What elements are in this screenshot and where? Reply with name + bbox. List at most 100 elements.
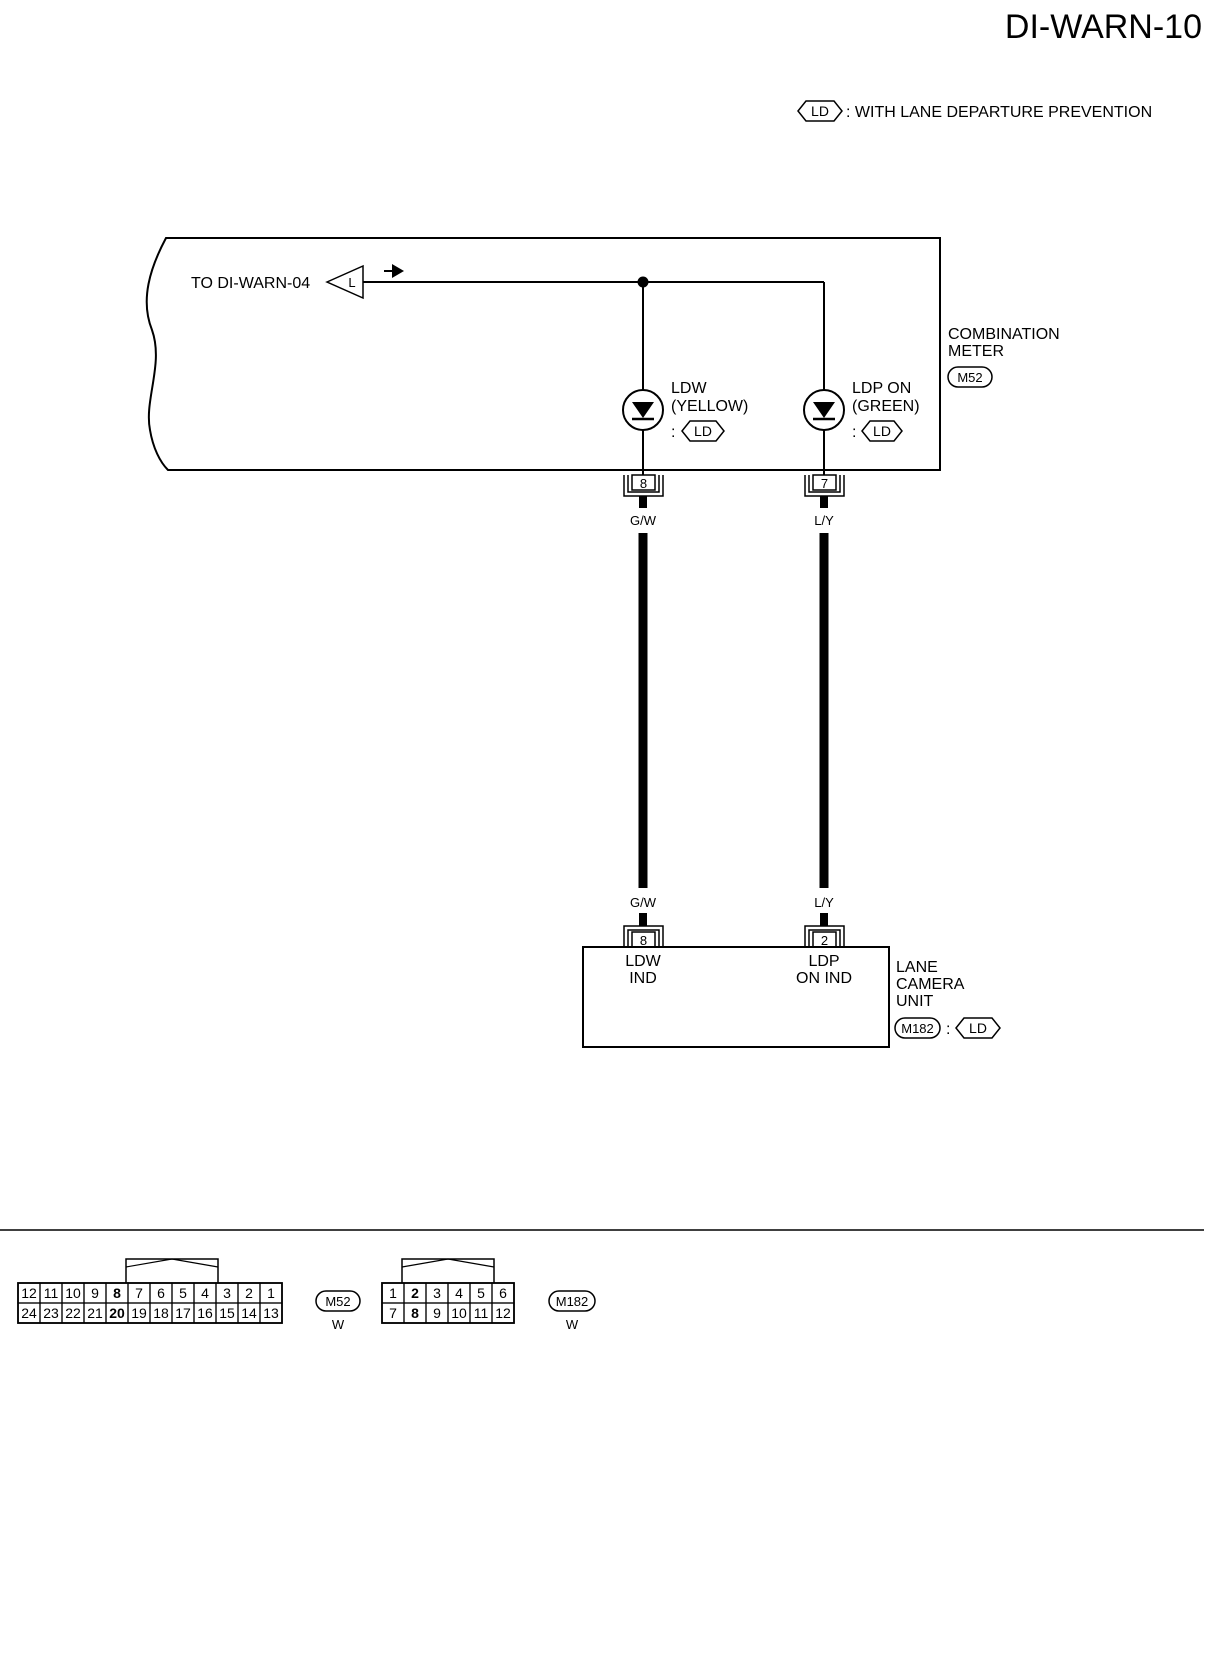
connector-pin-number: 1 — [267, 1285, 275, 1301]
internal-wiring — [363, 276, 825, 475]
connector-pin-number: 21 — [87, 1305, 103, 1321]
ldw-indicator-lamp — [622, 389, 664, 431]
connector-badge-icon — [315, 1290, 361, 1312]
connector-pin-number: 7 — [389, 1305, 397, 1321]
connector-pin-number: 17 — [175, 1305, 191, 1321]
legend: LD : WITH LANE DEPARTURE PREVENTION — [797, 100, 1152, 122]
connector-view-color: W — [332, 1317, 345, 1332]
connector-pin-number: 11 — [474, 1305, 489, 1321]
wire-color-label: L/Y — [814, 895, 834, 910]
ld-badge-icon — [955, 1017, 1001, 1039]
meter-terminal-7: 7 — [804, 474, 845, 497]
page-id: DI-WARN-10 — [1005, 8, 1202, 46]
connector-latch — [125, 1258, 219, 1283]
connector-pin-number: 3 — [223, 1285, 231, 1301]
terminal-number: 8 — [640, 933, 647, 948]
connector-view-id: M52 — [325, 1294, 350, 1309]
connector-pin-number: 10 — [451, 1305, 467, 1321]
connector-pin-number: 9 — [91, 1285, 99, 1301]
terminal-number: 2 — [821, 933, 828, 948]
lane-camera-name-3: UNIT — [896, 993, 934, 1010]
junction-dot — [637, 276, 649, 288]
lane-camera-badge: LD — [969, 1020, 987, 1036]
connector-pin-number: 22 — [65, 1305, 81, 1321]
connector-pin-number: 6 — [499, 1285, 507, 1301]
ldp-on-indicator-lamp — [803, 389, 845, 431]
ldw-lamp-prefix: : — [671, 424, 675, 441]
connector-pin-number: 4 — [455, 1285, 463, 1301]
legend-text: : WITH LANE DEPARTURE PREVENTION — [846, 104, 1152, 121]
connector-pin-number: 18 — [153, 1305, 169, 1321]
connector-latch-ramp — [125, 1258, 219, 1268]
ldw-ind-label-2: IND — [629, 970, 657, 987]
ldp-lamp-prefix: : — [852, 424, 856, 441]
connector-pin-number: 15 — [219, 1305, 235, 1321]
connector-pin-number: 3 — [433, 1285, 441, 1301]
connector-pin-number: 8 — [411, 1305, 419, 1321]
ld-badge-icon — [861, 420, 903, 442]
lane-camera-sep: : — [946, 1021, 950, 1038]
ldp-ind-label-1: LDP — [808, 953, 839, 970]
connector-pin-number: 14 — [241, 1305, 257, 1321]
connector-pin-number: 19 — [131, 1305, 147, 1321]
lane-camera-name-1: LANE — [896, 959, 938, 976]
ldp-ind-label-2: ON IND — [796, 970, 852, 987]
connector-view-color: W — [566, 1317, 579, 1332]
terminal-number: 7 — [821, 476, 828, 491]
wire-color-label: G/W — [630, 895, 657, 910]
connector-pin-number: 4 — [201, 1285, 209, 1301]
connector-pin-number: 2 — [411, 1285, 419, 1301]
connector-pin-number: 5 — [477, 1285, 485, 1301]
connector-latch — [401, 1258, 495, 1283]
ldw-ind-label-1: LDW — [625, 953, 661, 970]
offpage-ref-label: TO DI-WARN-04 — [191, 275, 310, 292]
diode-icon — [813, 402, 835, 418]
wire-color-label: L/Y — [814, 513, 834, 528]
connector-pin-number: 12 — [495, 1305, 511, 1321]
connector-pin-number: 10 — [65, 1285, 81, 1301]
connector-pin-number: 7 — [135, 1285, 143, 1301]
lane-camera-unit-box — [582, 946, 890, 1048]
connector-cavity — [491, 1302, 515, 1324]
ldp-lamp-label-1: LDP ON — [852, 380, 911, 397]
terminal-number: 8 — [640, 476, 647, 491]
connector-pin-number: 6 — [157, 1285, 165, 1301]
connector-latch-ramp — [401, 1258, 495, 1268]
signal-direction-arrow-icon — [384, 264, 404, 278]
ldw-lamp-badge: LD — [694, 423, 712, 439]
wire-color-label: G/W — [630, 513, 657, 528]
connector-badge-icon — [894, 1017, 941, 1039]
connector-view-id: M182 — [556, 1294, 589, 1309]
connector-pin-number: 11 — [44, 1285, 59, 1301]
camera-terminal-8: 8 — [623, 925, 664, 948]
combination-meter-name-1: COMBINATION — [948, 326, 1060, 343]
ldw-lamp-label-2: (YELLOW) — [671, 398, 748, 415]
connector-pin-number: 23 — [43, 1305, 59, 1321]
diode-icon — [632, 402, 654, 418]
connector-pin-number: 8 — [113, 1285, 121, 1301]
camera-terminal-2: 2 — [804, 925, 845, 948]
connector-cavity — [259, 1302, 283, 1324]
ld-badge-icon — [797, 100, 843, 122]
connector-badge-icon — [548, 1290, 596, 1312]
connector-pin-number: 1 — [389, 1285, 397, 1301]
lane-camera-name-2: CAMERA — [896, 976, 965, 993]
ldp-lamp-badge: LD — [873, 423, 891, 439]
offpage-connector-icon — [325, 264, 364, 300]
lane-camera-connector: M182 — [901, 1021, 934, 1036]
connector-pin-number: 13 — [263, 1305, 279, 1321]
ldp-lamp-label-2: (GREEN) — [852, 398, 920, 415]
connector-pin-number: 24 — [21, 1305, 37, 1321]
legend-badge: LD — [811, 103, 829, 119]
connector-pin-number: 12 — [21, 1285, 37, 1301]
combination-meter-box — [145, 237, 941, 471]
connector-pin-number: 16 — [197, 1305, 213, 1321]
connector-pin-number: 5 — [179, 1285, 187, 1301]
connector-pin-number: 20 — [109, 1305, 125, 1321]
combination-meter-connector: M52 — [957, 370, 982, 385]
ld-badge-icon — [681, 420, 725, 442]
ldw-lamp-label-1: LDW — [671, 380, 707, 397]
